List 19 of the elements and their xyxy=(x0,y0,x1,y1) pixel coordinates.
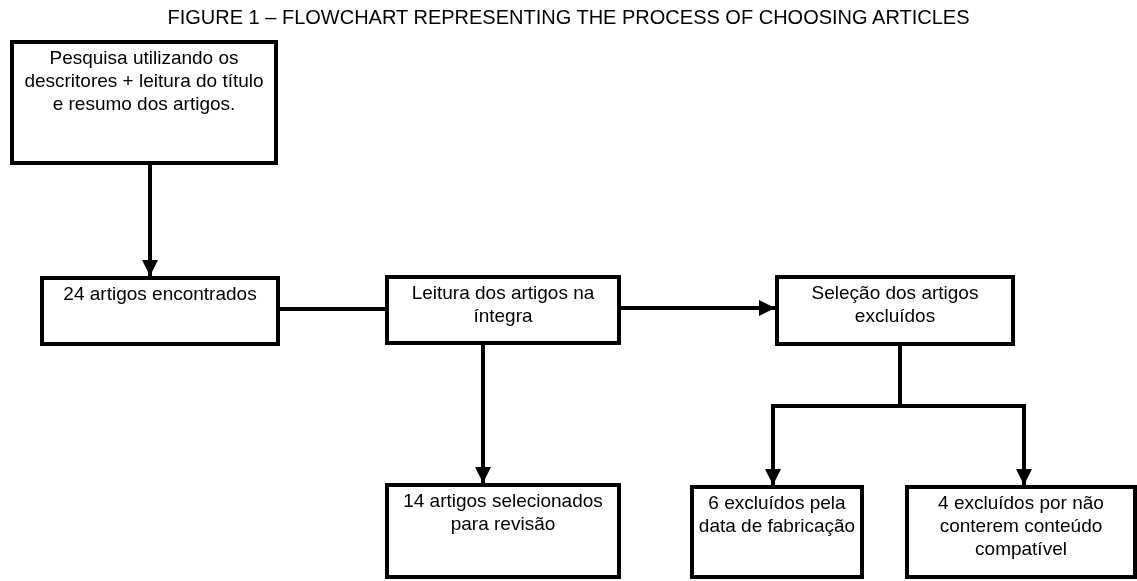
process-box xyxy=(10,40,278,165)
process-box xyxy=(905,485,1137,579)
process-box xyxy=(40,276,280,346)
box-text: 24 artigos encontrados xyxy=(63,282,257,305)
figure-title: FIGURE 1 – FLOWCHART REPRESENTING THE PROCESS OF CHOOSING ARTICLES xyxy=(166,6,971,29)
box-text: 6 excluídos pela data de fabricação xyxy=(697,491,857,537)
box-text: Leitura dos artigos na íntegra xyxy=(410,281,596,327)
process-box xyxy=(385,275,621,345)
process-box xyxy=(690,485,864,579)
box-text: 4 excluídos por não conterem conteúdo compatível xyxy=(937,491,1105,560)
arrow xyxy=(621,300,775,316)
process-box xyxy=(775,275,1015,346)
box-text: 14 artigos selecionados para revisão xyxy=(402,489,604,535)
box-text: Pesquisa utilizando os descritores + leitura do título e resumo dos artigos. xyxy=(23,46,265,115)
arrow xyxy=(142,165,158,276)
arrow xyxy=(898,346,1032,485)
box-text: Seleção dos artigos excluídos xyxy=(810,281,980,327)
process-box xyxy=(385,483,621,579)
arrow xyxy=(475,345,491,483)
